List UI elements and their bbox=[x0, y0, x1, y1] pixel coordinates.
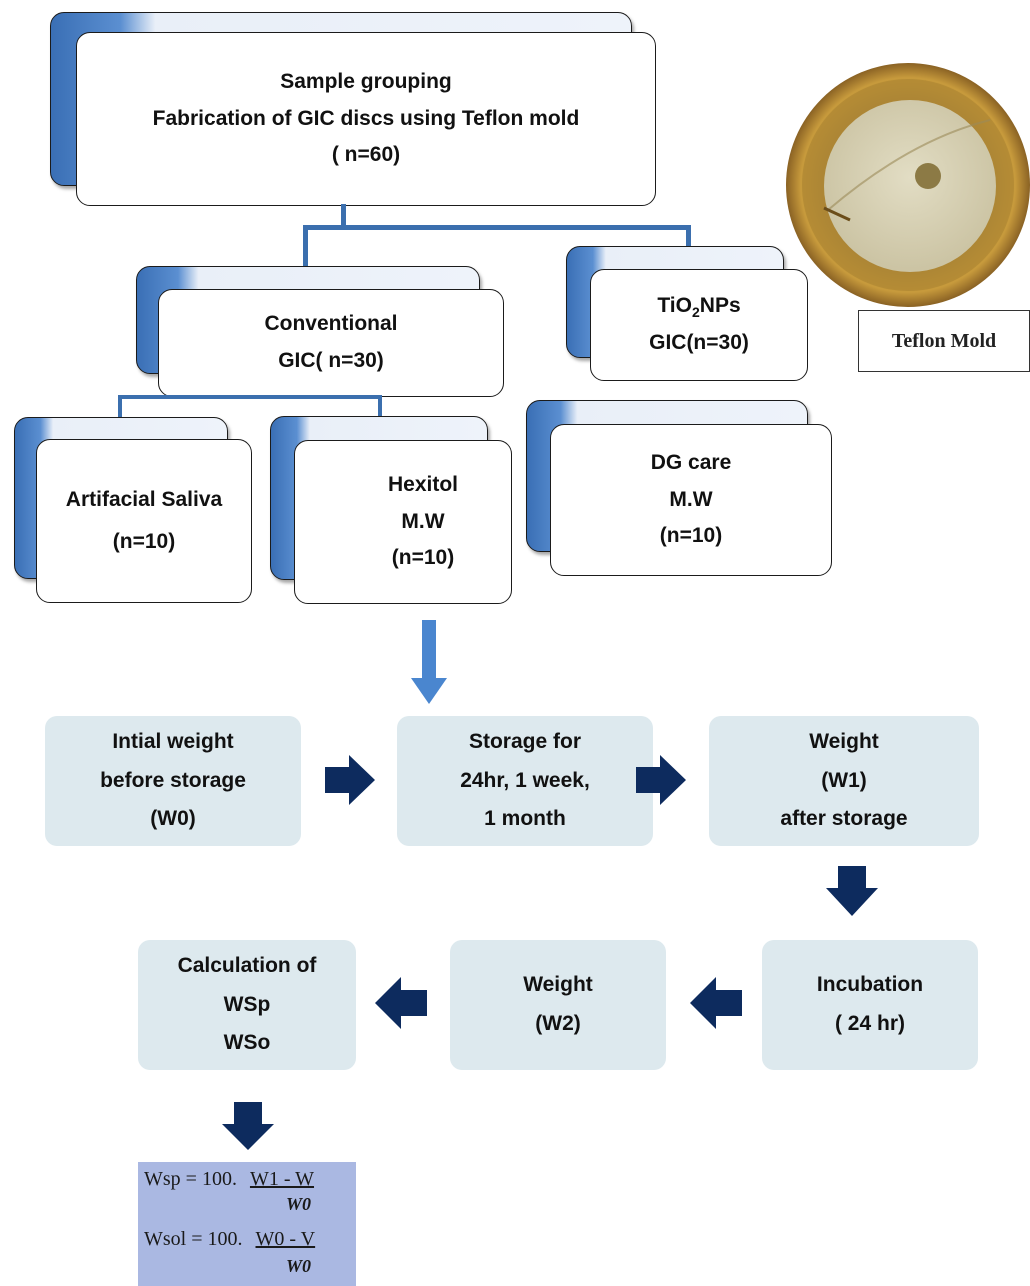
formula-wsol-lhs: Wsol = 100. bbox=[144, 1228, 243, 1250]
flow-weight1-line3: after storage bbox=[780, 807, 908, 831]
tio2-line1-sub: 2 bbox=[691, 304, 700, 321]
connector-conv-horizontal bbox=[118, 395, 382, 399]
flow-initial-line3: (W0) bbox=[150, 807, 196, 831]
hexitol-line3: (n=10) bbox=[391, 546, 455, 570]
flow-weight-w1: Weight (W1) after storage bbox=[709, 716, 979, 846]
hexitol-box: Hexitol M.W (n=10) bbox=[294, 440, 512, 604]
flow-storage: Storage for 24hr, 1 week, 1 month bbox=[397, 716, 653, 846]
flow-calc-line2: WSp bbox=[223, 992, 271, 1016]
conventional-line1: Conventional bbox=[264, 312, 398, 336]
left-arrow-icon-1 bbox=[375, 977, 427, 1029]
artificial-saliva-box: Artifacial Saliva (n=10) bbox=[36, 439, 252, 603]
flow-weight-w2: Weight (W2) bbox=[450, 940, 666, 1070]
formula-row-wsol: Wsol = 100. W0 - V bbox=[144, 1228, 315, 1251]
formula-row-wsp: Wsp = 100. W1 - W bbox=[144, 1168, 314, 1191]
top-box-line3: ( n=60) bbox=[331, 143, 401, 167]
teflon-mold-photo bbox=[786, 63, 1030, 307]
conventional-line2: GIC( n=30) bbox=[278, 349, 384, 372]
flow-weight2-line1: Weight bbox=[523, 973, 593, 997]
flow-storage-line2: 24hr, 1 week, bbox=[460, 768, 590, 792]
flow-incubation-line2: ( 24 hr) bbox=[834, 1012, 905, 1035]
formula-box: Wsp = 100. W1 - W W0 Wsol = 100. W0 - V … bbox=[138, 1162, 356, 1286]
connector-top-horizontal bbox=[303, 225, 691, 230]
right-arrow-icon-2 bbox=[636, 755, 686, 805]
hexitol-line1: Hexitol bbox=[387, 472, 458, 496]
formula-wsol-numerator: W0 - V bbox=[255, 1228, 316, 1250]
tio2-line2: GIC(n=30) bbox=[649, 331, 749, 354]
teflon-mold-label: Teflon Mold bbox=[858, 310, 1030, 372]
formula-wsp-lhs: Wsp = 100. bbox=[144, 1168, 237, 1190]
flow-storage-line1: Storage for bbox=[468, 729, 581, 753]
formula-wsp-denominator: W0 bbox=[286, 1194, 312, 1214]
formula-wsol-denominator: W0 bbox=[286, 1256, 312, 1276]
dgcare-box: DG care M.W (n=10) bbox=[550, 424, 832, 576]
tio2-box: TiO2NPs GIC(n=30) bbox=[590, 269, 808, 381]
top-box-line1: Sample grouping bbox=[280, 69, 452, 93]
flow-storage-line3: 1 month bbox=[484, 807, 566, 831]
flow-calc-line3: WSo bbox=[223, 1031, 271, 1055]
flow-initial-line2: before storage bbox=[100, 768, 246, 792]
down-arrow-icon-3 bbox=[222, 1102, 274, 1150]
dgcare-line1: DG care bbox=[650, 450, 732, 474]
left-arrow-icon-2 bbox=[690, 977, 742, 1029]
flow-weight1-line2: (W1) bbox=[821, 768, 867, 792]
connector-conv-left bbox=[118, 395, 122, 417]
top-box-line2: Fabrication of GIC discs using Teflon mo… bbox=[152, 106, 580, 130]
tio2-line1: TiO2NPs bbox=[657, 288, 740, 325]
top-box: Sample grouping Fabrication of GIC discs… bbox=[76, 32, 656, 206]
flow-weight2-line2: (W2) bbox=[535, 1012, 581, 1035]
flow-calculation: Calculation of WSp WSo bbox=[138, 940, 356, 1070]
right-arrow-icon-1 bbox=[325, 755, 375, 805]
down-arrow-icon-2 bbox=[826, 866, 878, 916]
flow-initial-line1: Intial weight bbox=[112, 729, 234, 753]
hexitol-line2: M.W bbox=[401, 509, 445, 533]
flow-calc-line1: Calculation of bbox=[177, 953, 317, 977]
connector-top-vertical bbox=[341, 204, 346, 228]
connector-conv-right bbox=[378, 395, 382, 417]
artificial-line1: Artifacial Saliva bbox=[65, 488, 223, 511]
tio2-line1-post: NPs bbox=[699, 294, 741, 318]
flow-incubation: Incubation ( 24 hr) bbox=[762, 940, 978, 1070]
down-arrow-icon bbox=[411, 620, 447, 704]
flow-weight1-line1: Weight bbox=[809, 729, 879, 753]
flow-initial-weight: Intial weight before storage (W0) bbox=[45, 716, 301, 846]
conventional-box: Conventional GIC( n=30) bbox=[158, 289, 504, 397]
connector-left-drop bbox=[303, 225, 308, 269]
formula-wsp-numerator: W1 - W bbox=[249, 1168, 315, 1190]
flow-incubation-line1: Incubation bbox=[816, 973, 924, 997]
dgcare-line2: M.W bbox=[669, 487, 713, 511]
dgcare-line3: (n=10) bbox=[659, 524, 723, 548]
tio2-line1-pre: TiO bbox=[657, 294, 692, 318]
connector-right-drop bbox=[686, 225, 691, 247]
artificial-line2: (n=10) bbox=[112, 530, 176, 553]
